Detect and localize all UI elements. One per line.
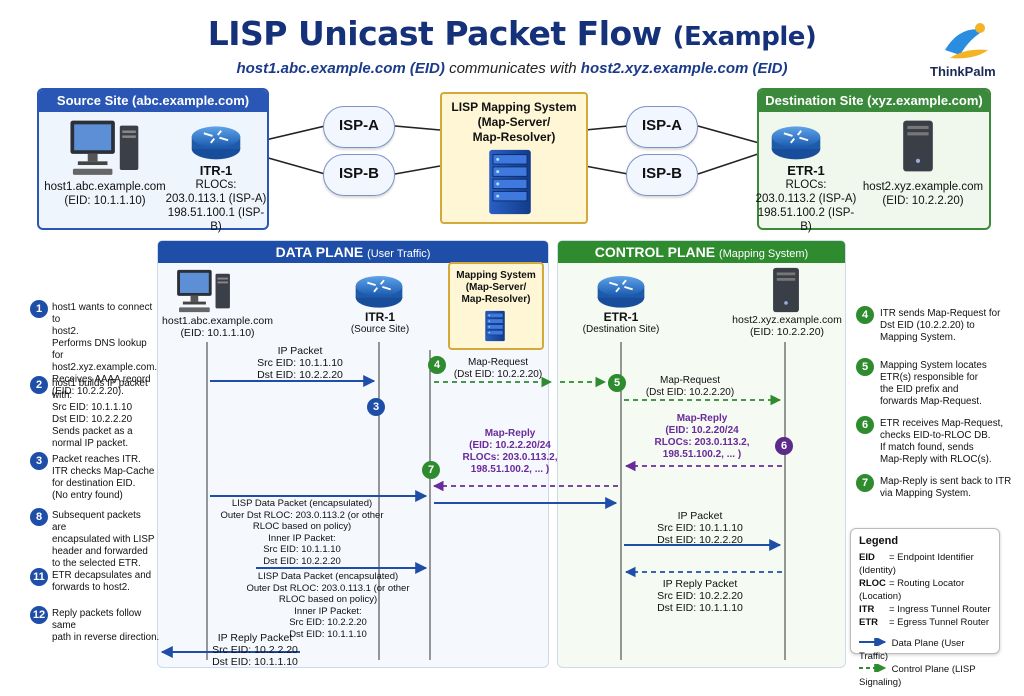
itr-actor-label: ITR-1(Source Site) [350, 310, 410, 335]
legend-solid-arrow-icon [859, 636, 887, 648]
legend-dashed-arrow-icon [859, 662, 887, 674]
host2-actor-label: host2.xyz.example.com(EID: 10.2.2.20) [732, 314, 842, 338]
control-plane-header: CONTROL PLANE (Mapping System) [558, 241, 845, 263]
right-step-6: 6 ETR receives Map-Request,checks EID-to… [856, 416, 1016, 474]
legend-etr: ETR= Egress Tunnel Router [859, 617, 990, 628]
etr-label: ETR-1 RLOCs: 203.0.113.2 (ISP-A) 198.51.… [755, 163, 857, 234]
title-main: LISP Unicast Packet Flow [207, 14, 662, 53]
lisp-data-packet-1-label: LISP Data Packet (encapsulated)Outer Dst… [220, 498, 384, 567]
legend-data-plane: Data Plane (User Traffic) [859, 636, 965, 662]
page-subtitle: host1.abc.example.com (EID) communicates… [0, 60, 1024, 77]
host1-label: host1.abc.example.com(EID: 10.1.1.10) [44, 181, 166, 207]
legend-eid: EID= Endpoint Identifier (Identity) [859, 552, 974, 576]
host1-actor-label: host1.abc.example.com(EID: 10.1.1.10) [162, 315, 273, 339]
step-6-marker: 6 [775, 437, 793, 455]
isp-b-left-cloud: ISP-B [323, 154, 395, 196]
subtitle-mid: communicates with [449, 60, 577, 77]
map-request-2-label: Map-Request(Dst EID: 10.2.2.20) [645, 375, 735, 398]
destination-site-header: Destination Site (xyz.example.com) [759, 90, 989, 112]
map-request-1-label: Map-Request(Dst EID: 10.2.2.20) [453, 357, 543, 380]
etr-actor-label: ETR-1(Destination Site) [582, 310, 660, 335]
itr-label: ITR-1 RLOCs: 203.0.113.1 (ISP-A) 198.51.… [165, 163, 267, 234]
left-step-3: 3 Packet reaches ITR.ITR checks Map-Cach… [30, 452, 154, 508]
legend-title: Legend [859, 535, 899, 547]
step-5-marker: 5 [608, 374, 626, 392]
mapping-system-top-label: LISP Mapping System(Map-Server/Map-Resol… [451, 100, 577, 144]
subtitle-host1: host1.abc.example.com (EID) [236, 60, 445, 77]
page-title: LISP Unicast Packet Flow (Example) [0, 14, 1024, 53]
title-paren: (Example) [672, 22, 817, 52]
isp-a-left-cloud: ISP-A [323, 106, 395, 148]
step-7-marker: 7 [422, 461, 440, 479]
thinkpalm-logo-icon [945, 23, 988, 59]
isp-a-right-cloud: ISP-A [626, 106, 698, 148]
source-site-box: Source Site (abc.example.com) [37, 88, 269, 230]
legend-itr: ITR= Ingress Tunnel Router [859, 604, 991, 615]
step-4-marker: 4 [428, 356, 446, 374]
logo-text: ThinkPalm [930, 64, 996, 79]
source-site-header: Source Site (abc.example.com) [39, 90, 267, 112]
isp-b-right-cloud: ISP-B [626, 154, 698, 196]
data-plane-header: DATA PLANE (User Traffic) [158, 241, 548, 263]
legend-control-plane: Control Plane (LISP Signaling) [859, 662, 976, 688]
step-3-marker: 3 [367, 398, 385, 416]
subtitle-host2: host2.xyz.example.com (EID) [580, 60, 788, 77]
legend-box: Legend EID= Endpoint Identifier (Identit… [850, 528, 1000, 688]
lisp-data-packet-2-label: LISP Data Packet (encapsulated)Outer Dst… [246, 571, 410, 640]
legend-rloc: RLOC= Routing Locator (Location) [859, 578, 965, 602]
host2-label: host2.xyz.example.com(EID: 10.2.2.20) [862, 181, 984, 207]
